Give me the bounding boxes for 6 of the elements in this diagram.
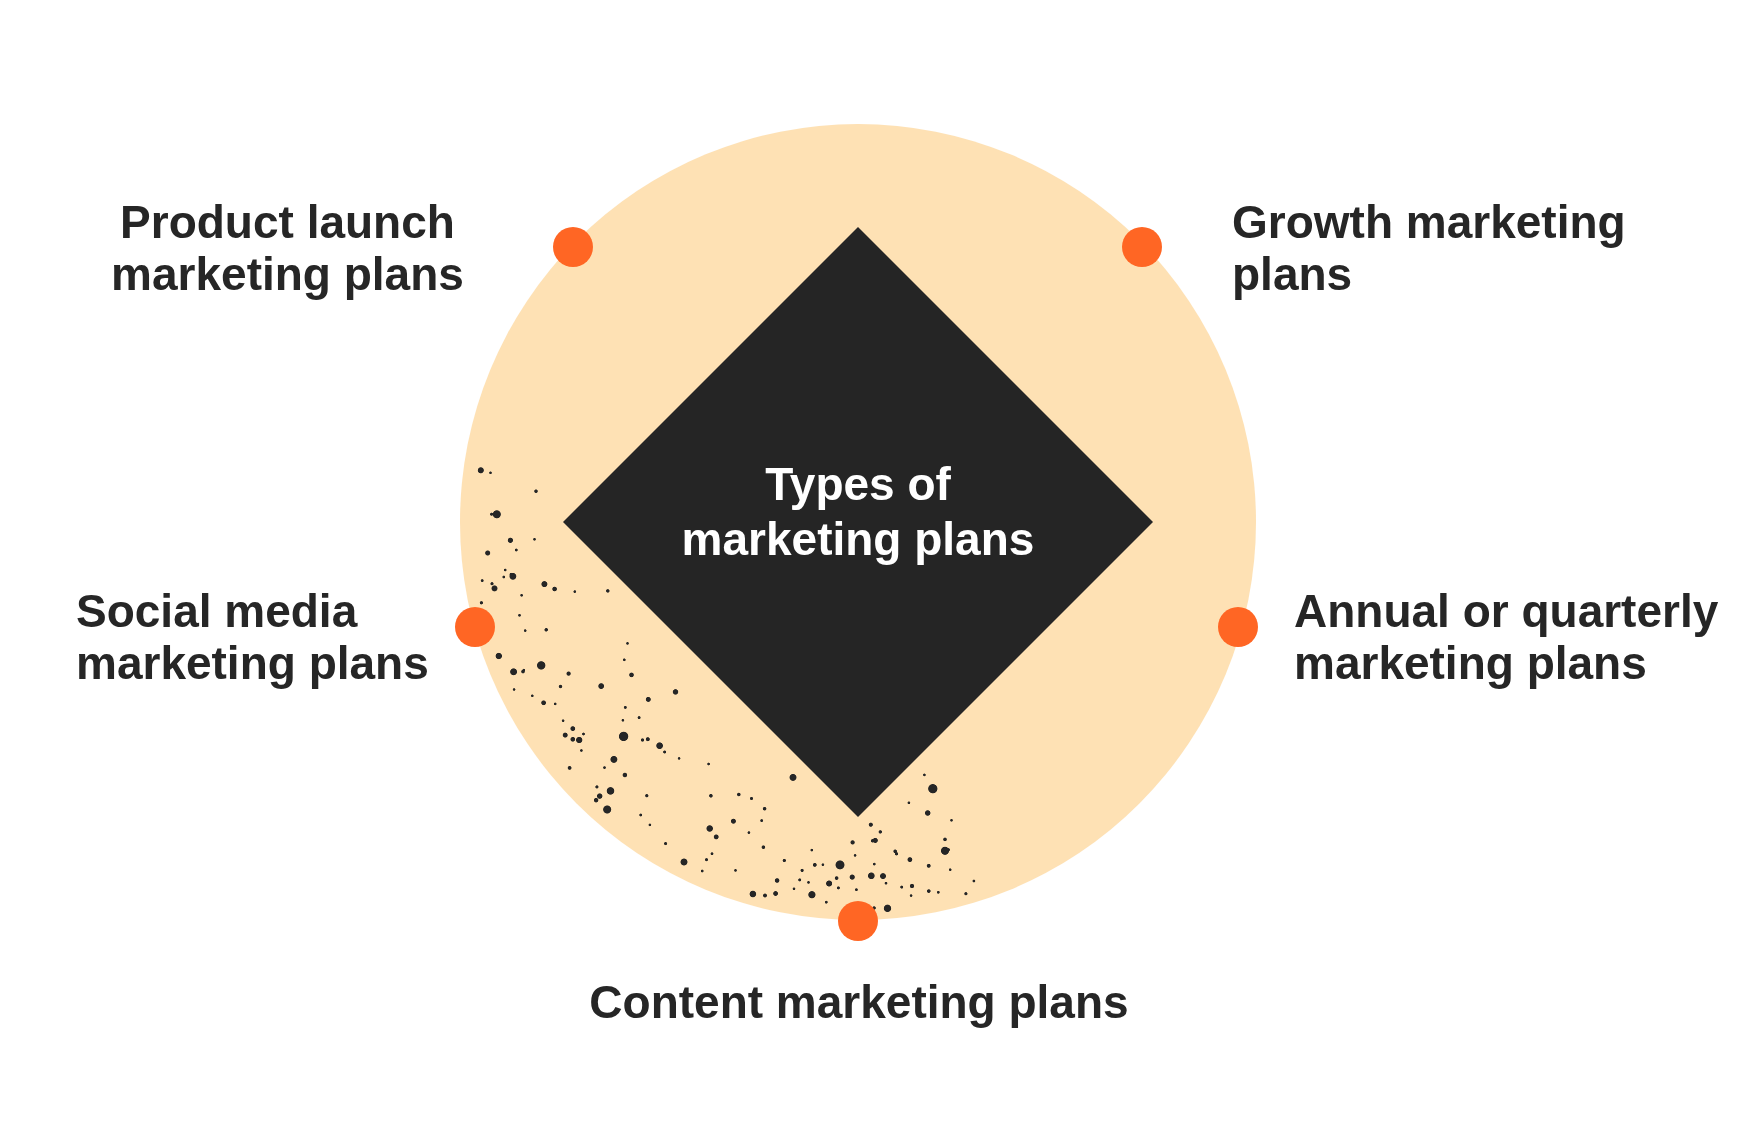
plan-label: Growth marketing plans [1232, 196, 1627, 300]
plan-label: Social media marketing plans [76, 585, 430, 689]
plan-label: Product launch marketing plans [110, 196, 465, 300]
plan-label: Content marketing plans [589, 976, 1129, 1028]
diamond-title: Types of marketing plans [680, 457, 1036, 567]
plan-label: Annual or quarterly marketing plans [1294, 585, 1720, 689]
